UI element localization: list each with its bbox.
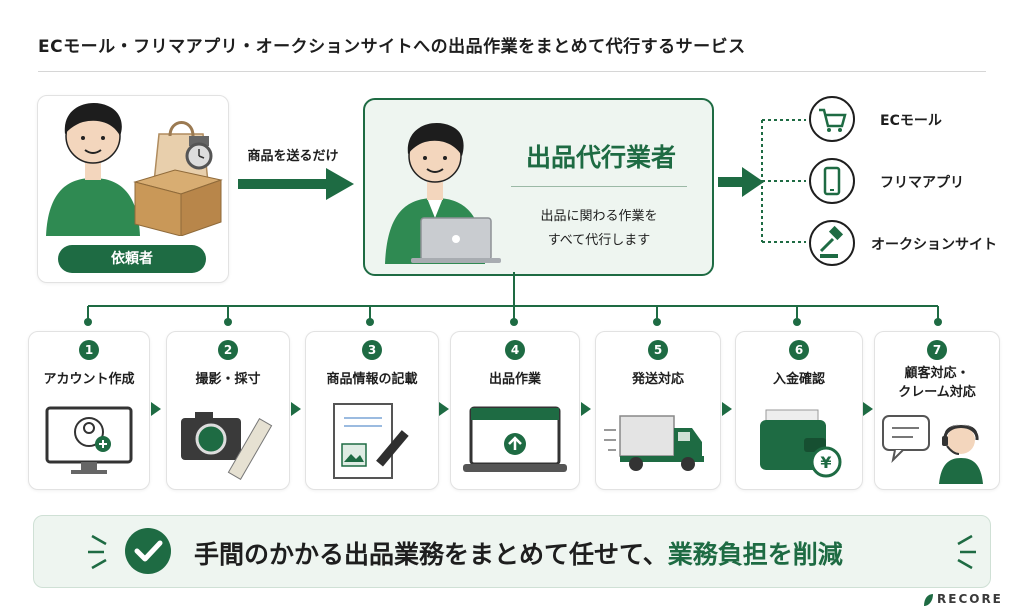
agent-description: 出品に関わる作業を すべて代行します xyxy=(511,205,687,253)
logo-text: RECORE xyxy=(937,592,1003,606)
channel-label: オークションサイト xyxy=(871,237,997,253)
wallet-yen-icon: ¥ xyxy=(760,409,842,478)
agent-title: 出品代行業者 xyxy=(525,143,676,172)
step-label: アカウント作成 xyxy=(43,372,135,387)
chevron-right-icon xyxy=(581,402,591,416)
step-label-line2: クレーム対応 xyxy=(898,385,976,400)
send-text: 商品を送るだけ xyxy=(247,149,339,164)
client-illustration-icon xyxy=(46,103,223,237)
chevron-right-icon xyxy=(439,402,449,416)
step-card-6: 6 入金確認 ¥ xyxy=(735,331,863,490)
step-number: 5 xyxy=(648,340,668,360)
agent-desc-line1: 出品に関わる作業を xyxy=(540,209,658,224)
laptop-upload-icon xyxy=(463,406,567,472)
channel-auction-site: オークションサイト xyxy=(808,219,1018,267)
step-card-7: 7 顧客対応・ クレーム対応 xyxy=(874,331,1000,490)
agent-desc-line2: すべて代行します xyxy=(547,233,651,248)
step-label: 出品作業 xyxy=(488,372,541,387)
step-number: 4 xyxy=(505,340,525,360)
support-headset-icon xyxy=(882,415,983,484)
step-card-3: 3 商品情報の記載 xyxy=(305,331,439,490)
title-divider xyxy=(38,71,986,72)
step-card-1: 1 アカウント作成 xyxy=(28,331,150,490)
truck-icon xyxy=(604,415,704,471)
step-label: 顧客対応・ クレーム対応 xyxy=(875,364,999,402)
chevron-right-icon xyxy=(863,402,873,416)
client-card: 依頼者 xyxy=(37,95,229,283)
step-card-4: 4 出品作業 xyxy=(450,331,580,490)
agent-box: 出品代行業者 出品に関わる作業を すべて代行します xyxy=(363,98,714,276)
channel-label: フリマアプリ xyxy=(880,175,964,191)
chevron-right-icon xyxy=(151,402,161,416)
step-card-5: 5 発送対応 xyxy=(595,331,721,490)
svg-text:¥: ¥ xyxy=(820,453,831,472)
step-number: 6 xyxy=(789,340,809,360)
summary-text: 手間のかかる出品業務をまとめて任せて、業務負担を削減 xyxy=(194,535,843,571)
channel-label: ECモール xyxy=(880,113,942,129)
step-label: 入金確認 xyxy=(772,372,825,387)
channels-list: ECモール フリマアプリ オークションサイト xyxy=(808,95,1018,275)
channels-arrow-icon xyxy=(718,167,764,197)
sparkle-left-icon xyxy=(88,534,107,570)
logo-mark-icon xyxy=(924,594,933,606)
step-number: 1 xyxy=(79,340,99,360)
send-arrow-icon xyxy=(238,168,354,200)
summary-text-highlight: 業務負担を削減 xyxy=(667,540,843,569)
check-circle-icon xyxy=(125,528,171,574)
summary-text-main: 手間のかかる出品業務をまとめて任せて、 xyxy=(194,540,668,569)
camera-ruler-icon xyxy=(181,412,273,480)
chevron-right-icon xyxy=(722,402,732,416)
document-pen-icon xyxy=(333,403,409,479)
page-title: ECモール・フリマアプリ・オークションサイトへの出品作業をまとめて代行するサービ… xyxy=(38,37,746,57)
gavel-icon xyxy=(809,220,855,266)
channels-bracket xyxy=(761,119,806,243)
step-number: 2 xyxy=(218,340,238,360)
channel-flea-market-app: フリマアプリ xyxy=(808,157,1018,205)
smartphone-icon xyxy=(809,158,855,204)
sparkle-right-icon xyxy=(957,534,976,570)
cart-icon xyxy=(809,96,855,142)
step-label-line1: 顧客対応・ xyxy=(904,366,970,381)
agent-illustration-icon xyxy=(385,123,501,264)
step-label: 発送対応 xyxy=(631,372,684,387)
agent-divider xyxy=(511,186,687,187)
monitor-user-icon xyxy=(45,406,133,474)
channel-ec-mall: ECモール xyxy=(808,95,1018,143)
chevron-right-icon xyxy=(291,402,301,416)
client-label: 依頼者 xyxy=(58,245,206,273)
step-card-2: 2 撮影・採寸 xyxy=(166,331,290,490)
step-number: 3 xyxy=(362,340,382,360)
step-number: 7 xyxy=(927,340,947,360)
step-label: 商品情報の記載 xyxy=(326,372,418,387)
steps-connector xyxy=(84,272,942,326)
step-label: 撮影・採寸 xyxy=(195,372,261,387)
summary-banner: 手間のかかる出品業務をまとめて任せて、業務負担を削減 xyxy=(33,515,991,588)
